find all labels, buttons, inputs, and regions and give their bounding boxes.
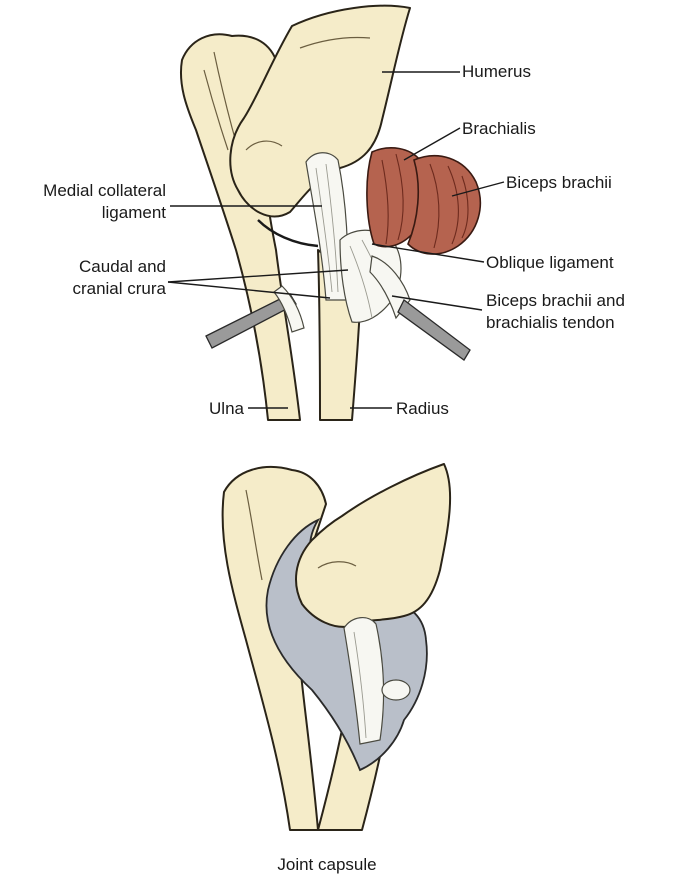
top-illustration <box>181 6 480 420</box>
label-tendon-2: brachialis tendon <box>486 313 615 332</box>
label-crura-2: cranial crura <box>72 279 166 298</box>
label-ulna: Ulna <box>209 399 245 418</box>
biceps-brachii-muscle <box>408 156 480 254</box>
bottom-illustration <box>223 464 451 830</box>
label-medial-collateral-2: ligament <box>102 203 167 222</box>
label-radius: Radius <box>396 399 449 418</box>
label-biceps-brachii: Biceps brachii <box>506 173 612 192</box>
label-medial-collateral-1: Medial collateral <box>43 181 166 200</box>
label-joint-capsule: Joint capsule <box>277 855 376 874</box>
label-brachialis: Brachialis <box>462 119 536 138</box>
label-humerus: Humerus <box>462 62 531 81</box>
label-tendon-1: Biceps brachii and <box>486 291 625 310</box>
retractor-right <box>398 300 470 360</box>
label-oblique-ligament: Oblique ligament <box>486 253 614 272</box>
medial-collateral-ligament <box>306 153 348 300</box>
label-crura-1: Caudal and <box>79 257 166 276</box>
